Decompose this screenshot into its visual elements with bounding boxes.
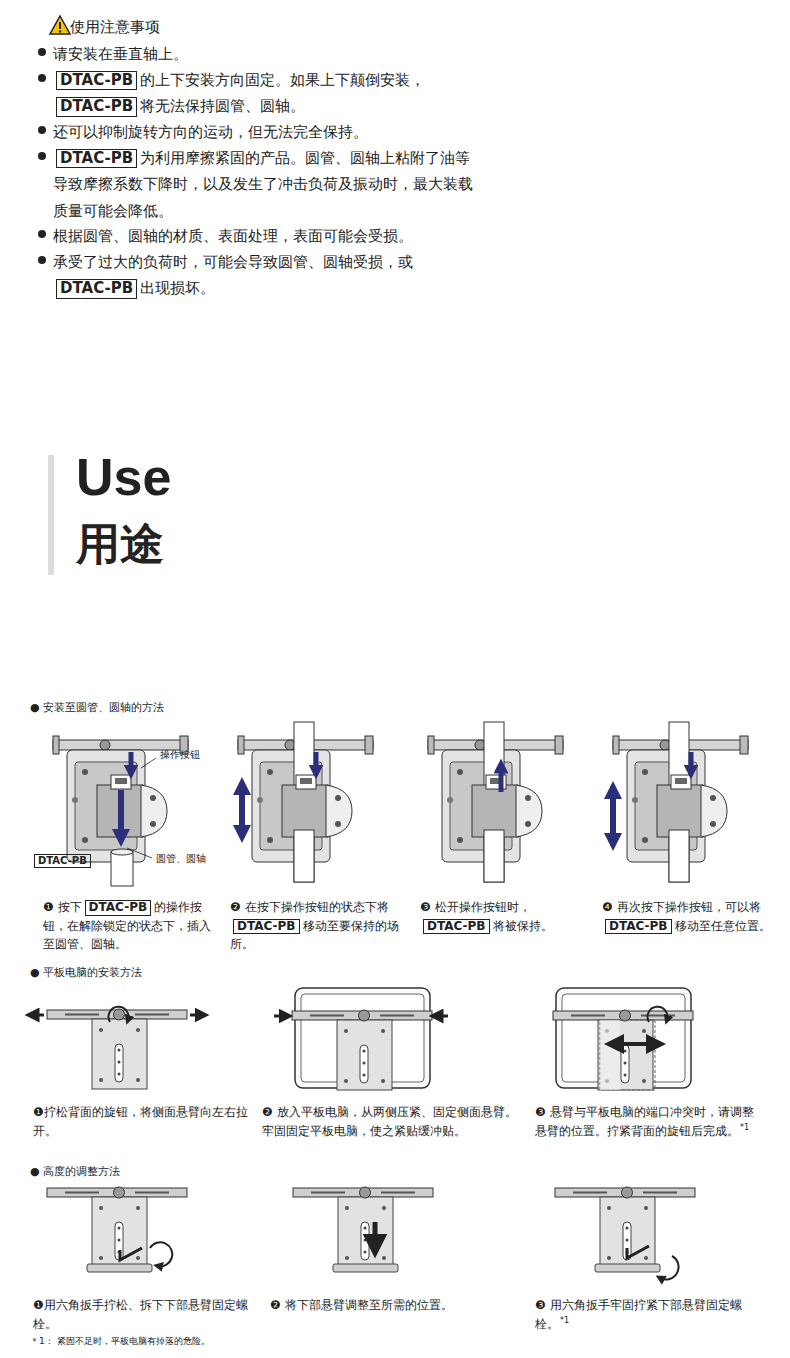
model-badge: DTAC-PB xyxy=(34,854,91,868)
step-caption: ❸ 悬臂与平板电脑的端口冲突时，请调整悬臂的位置。拧紧背面的旋钮后完成。*1 xyxy=(535,1103,765,1140)
step-caption: ❶用六角扳手拧松、拆下下部悬臂固定螺栓。 xyxy=(33,1296,253,1333)
section-title-zh: 用途 xyxy=(76,518,276,571)
step-caption: ❷ 在按下操作按钮的状态下将DTAC-PB移动至要保持的场所。 xyxy=(230,898,400,954)
step-caption: ❷ 放入平板电脑，从两侧压紧、固定侧面悬臂。牢固固定平板电脑，使之紧贴缓冲贴。 xyxy=(262,1103,520,1140)
section-title: Use xyxy=(76,446,276,508)
model-badge: DTAC-PB xyxy=(56,71,137,90)
section-subheading: ● 高度的调整方法 xyxy=(30,1164,230,1179)
note-text: 请安装在垂直轴上。 xyxy=(53,41,483,67)
footnote: ＊1： 紧固不足时，平板电脑有掉落的危险。 xyxy=(30,1336,450,1348)
note-text: 还可以抑制旋转方向的运动，但无法完全保持。 xyxy=(53,119,483,145)
model-badge: DTAC-PB xyxy=(56,279,137,298)
warning-heading: 使用注意事项 xyxy=(70,17,270,38)
model-badge: DTAC-PB xyxy=(233,919,300,935)
step-caption: ❷ 将下部悬臂调整至所需的位置。 xyxy=(270,1296,500,1315)
callout-label: 操作按钮 xyxy=(160,748,230,761)
step-caption: ❹ 再次按下操作按钮，可以将DTAC-PB移动至任意位置。 xyxy=(602,898,772,935)
model-badge: DTAC-PB xyxy=(605,919,672,935)
footnote-mark: *1 xyxy=(740,1123,749,1132)
step-caption: ❸ 松开操作按钮时，DTAC-PB将被保持。 xyxy=(420,898,590,935)
step-caption: ❸ 用六角扳手牢固拧紧下部悬臂固定螺栓。*1 xyxy=(535,1296,765,1333)
model-badge: DTAC-PB xyxy=(423,919,490,935)
section-subheading: ● 平板电脑的安装方法 xyxy=(30,965,330,980)
step-caption: ❶ 按下DTAC-PB的操作按钮，在解除锁定的状态下，插入至圆管、圆轴。 xyxy=(43,898,213,954)
note-text: 承受了过大的负荷时，可能会导致圆管、圆轴受损，或DTAC-PB出现损坏。 xyxy=(53,249,483,302)
model-badge: DTAC-PB xyxy=(56,97,137,116)
step-caption: ❶拧松背面的旋钮，将侧面悬臂向左右拉开。 xyxy=(33,1103,253,1140)
model-badge: DTAC-PB xyxy=(56,149,137,168)
footnote-mark: *1 xyxy=(560,1316,569,1325)
note-text: 根据圆管、圆轴的材质、表面处理，表面可能会受损。 xyxy=(53,223,483,249)
section-subheading: ● 安装至圆管、圆轴的方法 xyxy=(30,700,330,715)
note-text: DTAC-PB的上下安装方向固定。如果上下颠倒安装，DTAC-PB将无法保持圆管… xyxy=(53,67,483,120)
part-name: DTAC-PB xyxy=(31,854,111,868)
note-text: DTAC-PB为利用摩擦紧固的产品。圆管、圆轴上粘附了油等导致摩擦系数下降时，以… xyxy=(53,145,483,224)
callout-label: 圆管、圆轴 xyxy=(156,852,226,865)
model-badge: DTAC-PB xyxy=(85,900,152,916)
